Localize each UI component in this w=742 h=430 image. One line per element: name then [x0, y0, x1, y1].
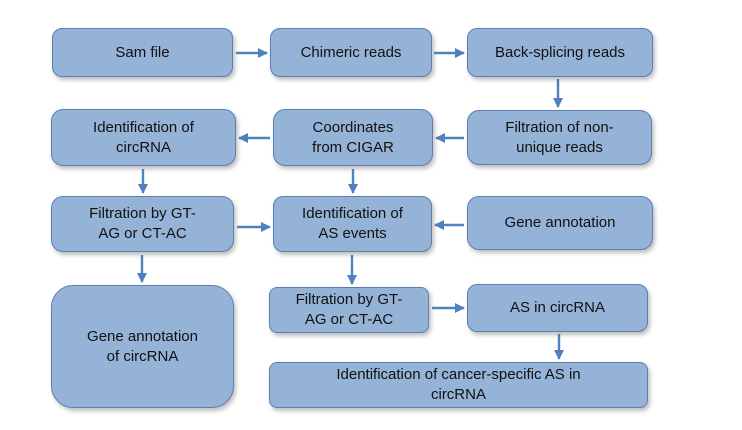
node-label: Filtration by GT- AG or CT-AC: [89, 205, 196, 242]
flowchart-node-as-in-circrna: AS in circRNA: [467, 284, 648, 332]
flowchart-node-sam-file: Sam file: [52, 28, 233, 77]
node-label: Filtration of non- unique reads: [505, 118, 614, 156]
flowchart-node-filtration-by-gt-ag-or-ct-ac-2: Filtration by GT- AG or CT-AC: [269, 287, 429, 333]
node-label: Filtration by GT- AG or CT-AC: [295, 291, 403, 328]
flowchart-node-identification-of-cancer-specific-as: Identification of cancer-specific AS in …: [269, 362, 648, 408]
flowchart-node-identification-of-as-events: Identification of AS events: [273, 196, 432, 252]
flowchart-node-filtration-of-non-unique-reads: Filtration of non- unique reads: [467, 110, 652, 165]
flowchart-node-identification-of-circrna: Identification of circRNA: [51, 109, 236, 166]
node-label: Identification of AS events: [302, 205, 403, 242]
node-label: Chimeric reads: [300, 43, 402, 61]
flowchart-node-chimeric-reads: Chimeric reads: [270, 28, 432, 77]
node-label: Coordinates from CIGAR: [312, 118, 394, 156]
node-label: Sam file: [115, 43, 170, 61]
flowchart-node-filtration-by-gt-ag-or-ct-ac-1: Filtration by GT- AG or CT-AC: [51, 196, 234, 252]
flowchart-node-back-splicing-reads: Back-splicing reads: [467, 28, 653, 77]
flowchart-node-gene-annotation: Gene annotation: [467, 196, 653, 250]
node-label: Gene annotation: [504, 214, 616, 231]
node-label: Back-splicing reads: [494, 43, 626, 61]
flowchart-node-gene-annotation-of-circrna: Gene annotation of circRNA: [51, 285, 234, 408]
node-label: AS in circRNA: [509, 299, 606, 316]
node-label: Identification of cancer-specific AS in …: [336, 366, 581, 403]
flowchart-node-coordinates-from-cigar: Coordinates from CIGAR: [273, 109, 433, 166]
node-label: Gene annotation of circRNA: [87, 327, 198, 365]
node-label: Identification of circRNA: [93, 118, 194, 156]
